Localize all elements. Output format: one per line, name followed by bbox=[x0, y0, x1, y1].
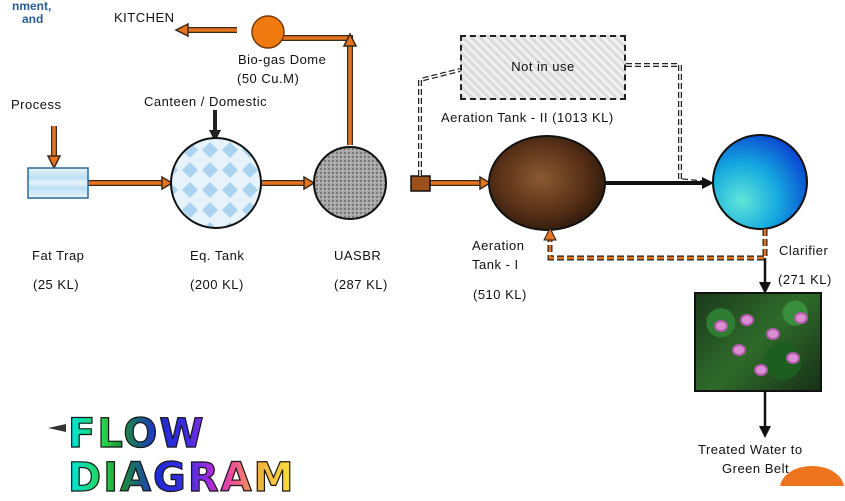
aeration-tank-1 bbox=[488, 135, 606, 231]
flower-icon bbox=[742, 316, 752, 324]
uasbr-capacity: (287 KL) bbox=[334, 277, 388, 292]
eq-tank bbox=[170, 137, 262, 229]
clarifier-label: Clarifier bbox=[779, 243, 829, 258]
fat-trap-tank bbox=[27, 167, 89, 199]
flower-icon bbox=[788, 354, 798, 362]
green-belt-photo bbox=[694, 292, 822, 392]
flower-icon bbox=[756, 366, 766, 374]
canteen-arrowhead bbox=[209, 130, 221, 142]
canteen-label: Canteen / Domestic bbox=[144, 94, 268, 109]
kitchen-label: KITCHEN bbox=[114, 10, 175, 25]
biogas-capacity-label: (50 Cu.M) bbox=[237, 71, 300, 86]
eq-tank-capacity: (200 KL) bbox=[190, 277, 244, 292]
fat-trap-capacity: (25 KL) bbox=[33, 277, 80, 292]
corner-logo-text: nment, and bbox=[0, 0, 51, 26]
treated-water-label-line2: Green Belt bbox=[722, 461, 790, 476]
aeration-tank-1-label-line1: Aeration bbox=[472, 238, 525, 253]
distribution-box bbox=[410, 175, 431, 192]
flower-icon bbox=[734, 346, 744, 354]
aeration-tank-2-label: Aeration Tank - II (1013 KL) bbox=[441, 110, 614, 125]
biogas-dome bbox=[251, 15, 285, 49]
clarifier bbox=[712, 134, 808, 230]
eq-tank-label: Eq. Tank bbox=[190, 248, 245, 263]
bypass-line-from-aeration-2 bbox=[626, 63, 709, 185]
corner-text-line2: and bbox=[22, 12, 44, 26]
process-label: Process bbox=[11, 97, 62, 112]
arrowheads bbox=[46, 22, 492, 191]
flower-icon bbox=[796, 314, 806, 322]
flow-diagram-canvas bbox=[27, 15, 844, 486]
biogas-dome-label: Bio-gas Dome bbox=[238, 52, 327, 67]
fat-trap-label: Fat Trap bbox=[32, 248, 85, 263]
flower-icon bbox=[768, 330, 778, 338]
aeration-tank-2-box: Not in use bbox=[460, 35, 626, 100]
flow-diagram-title: FLOW DIAGRAM bbox=[67, 411, 296, 501]
treated-water-label-line1: Treated Water to bbox=[698, 442, 803, 457]
decorative-orange-shape bbox=[780, 466, 844, 486]
flower-icon bbox=[716, 322, 726, 330]
sludge-return-line bbox=[547, 229, 768, 261]
title-pointer-icon bbox=[48, 424, 66, 432]
corner-text-line1: nment, bbox=[12, 0, 52, 13]
aeration-tank-1-capacity: (510 KL) bbox=[473, 287, 527, 302]
clarifier-capacity: (271 KL) bbox=[778, 272, 832, 287]
aeration-tank-1-label-line2: Tank - I bbox=[472, 257, 519, 272]
not-in-use-label: Not in use bbox=[511, 59, 575, 74]
uasbr-reactor bbox=[313, 146, 387, 220]
uasbr-label: UASBR bbox=[334, 248, 382, 263]
